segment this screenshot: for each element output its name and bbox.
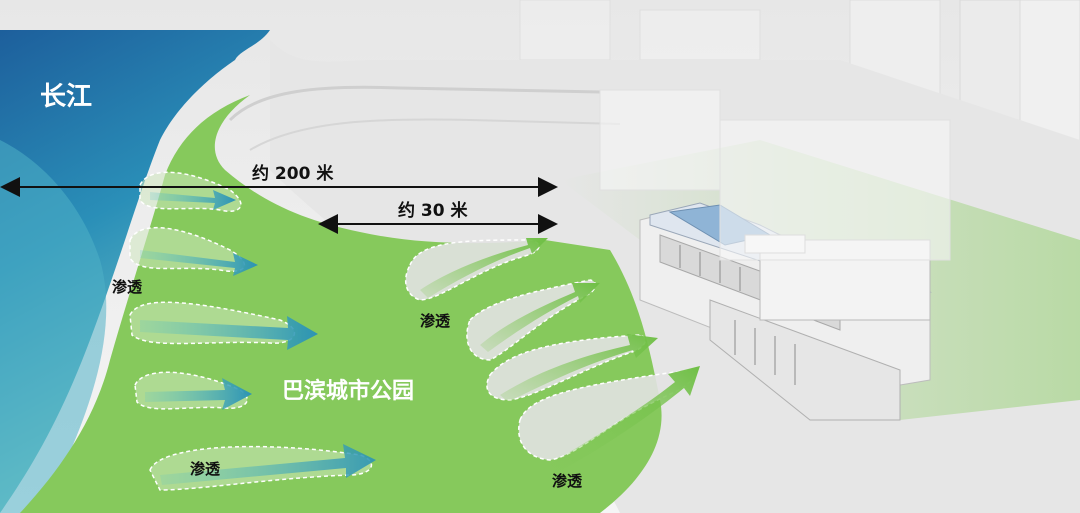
foreground-block-2 (599, 89, 721, 191)
seep-arrow-2 (140, 250, 258, 276)
seepage-label-1: 渗透 (112, 278, 143, 296)
seep-arrow-8 (500, 334, 658, 402)
seep-arrow-7 (480, 283, 600, 352)
seep-finger-9 (518, 369, 695, 461)
seep-arrow-5 (160, 444, 376, 485)
seepage-label-2: 渗透 (420, 312, 451, 330)
promenade-curve (228, 85, 601, 122)
foreground-block (719, 119, 951, 261)
seep-arrow-3 (140, 316, 318, 350)
dimension-label-200m: 约 200 米 (252, 164, 334, 184)
dimension-label-30m: 约 30 米 (398, 201, 468, 221)
river-label: 长江 (40, 82, 93, 112)
seep-arrow-9 (540, 366, 700, 478)
park-label: 巴滨城市公园 (282, 379, 415, 404)
seepage-label-3: 渗透 (190, 460, 221, 478)
seep-arrow-6 (420, 238, 548, 298)
seep-arrow-4 (145, 378, 252, 410)
river-water-lower (0, 140, 107, 513)
promenade-curve-2 (249, 118, 621, 151)
seepage-label-4: 渗透 (552, 472, 583, 490)
